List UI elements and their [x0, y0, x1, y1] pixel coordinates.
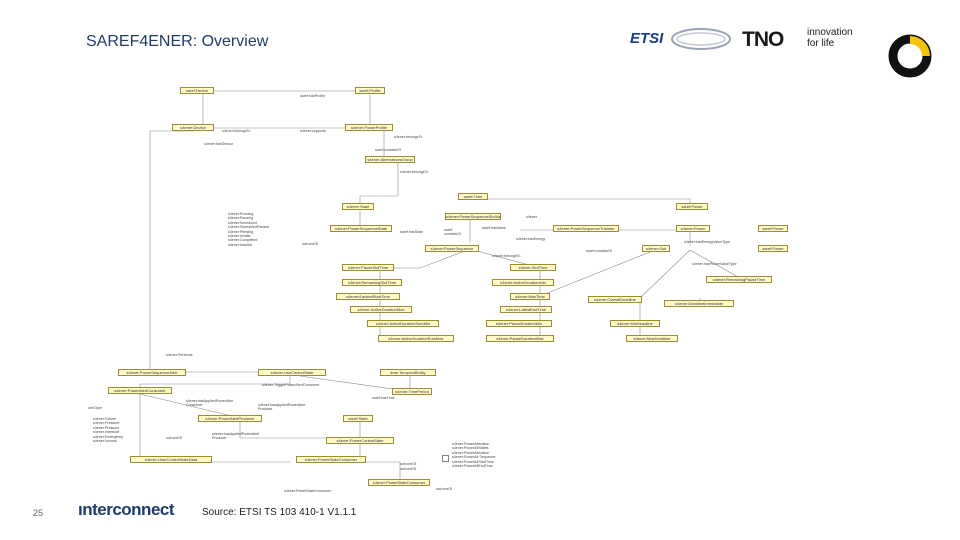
tno-logo: TNO	[742, 28, 784, 51]
edge-label: s4ener:belongsTo	[492, 254, 521, 258]
diagram-node: s4ener:PowerStateConsumer	[368, 479, 430, 486]
diagram-node: saref:Power	[758, 225, 788, 232]
diagram-node: s4ener:Device	[172, 124, 214, 131]
diagram-node: s4ener:Power	[676, 225, 710, 232]
diagram-node: saref:Power	[758, 245, 788, 252]
control-list: s4ener:PowerAlteration s4ener:PowerAltSt…	[452, 442, 496, 469]
edge	[520, 229, 691, 246]
diagram-node: s4ener:MinDeadline	[610, 320, 660, 327]
alert-list: s4ener:Failure s4ener:Pressure s4ener:Pr…	[93, 417, 124, 444]
etsi-swoosh-icon	[671, 28, 731, 50]
edge	[470, 198, 691, 206]
diagram-node: s4ener:PowerAlertProducer	[198, 415, 262, 422]
edge-label: saref:consistsOf	[375, 148, 401, 152]
diagram-node: saref:State	[343, 415, 373, 422]
edge	[639, 249, 691, 299]
diagram-node: s4ener:AlternativesGroup	[365, 156, 415, 163]
diagram-node: s4ener:RemainingSlotTime	[342, 279, 402, 286]
edge-label: s4ener:hasPowerValueType	[692, 262, 737, 266]
edge-label: s4ener:TriggerPowerAlertConsumer	[262, 383, 320, 387]
edge	[239, 422, 350, 439]
diagram-node: s4ener:ActiveDurationMin	[492, 279, 554, 286]
diagram-node: s4ener:UserControlStateData	[130, 456, 212, 463]
enum-marker-icon	[442, 455, 449, 462]
diagram-node: s4ener:PowerSequenceTransfer	[553, 225, 619, 232]
diagram-node: s4ener:Slot	[642, 245, 670, 252]
diagram-node: s4ener:ActiveDurationMax	[350, 306, 412, 313]
edge-label: s4ener:Performs	[166, 353, 193, 357]
page-number: 25	[33, 508, 44, 518]
state-list: s4ener:Running s4ener:Pausing s4ener:Sch…	[228, 212, 270, 247]
edge-label: s4ener:hasSensor	[204, 142, 234, 146]
etsi-logo: ETSI	[630, 30, 664, 47]
source-caption: Source: ETSI TS 103 410-1 V1.1.1	[202, 507, 357, 518]
edge-label: s4ener:belongsTo	[394, 135, 423, 139]
diagram-node: s4ener:PauseSlotTime	[342, 264, 394, 271]
edge	[360, 461, 401, 483]
edge-label: saref:hasState	[400, 230, 424, 234]
edge	[139, 393, 241, 419]
edge-label: s4ener:hasEnergyValueType	[684, 240, 730, 244]
diagram-node: s4ener:PowerSequence	[425, 245, 479, 252]
diagram-node: s4ener:TimePeriod	[392, 388, 432, 395]
edge-label: s4ener:belongsTo	[222, 129, 251, 133]
edge-label: s4ener:hasAppliedPowerAlert Producer	[258, 403, 306, 412]
diagram-node: s4ener:PauseDurationMin	[486, 320, 552, 327]
diagram-node: s4ener:PowerControlState	[326, 437, 394, 444]
edge-label: saref: consistsOf	[444, 228, 461, 237]
edge-label: owl:oneOf	[166, 436, 183, 440]
diagram-node: s4ener:PowerSequenceAlert	[118, 369, 186, 376]
edge-label: s4ener:PowerStateConsumer	[284, 489, 332, 493]
edge-label: s4ener:hasAppliedPowerAlert Consumer	[186, 399, 234, 408]
edge-label: saref:consistsOf	[586, 249, 612, 253]
edge-label: s4ener:supports	[300, 129, 326, 133]
diagram-node: saref:Time	[458, 193, 488, 200]
diagram-node: s4ener:SlotTime	[510, 264, 556, 271]
edge-label: s4ener:belongsTo	[400, 170, 429, 174]
edge-label: s4ener	[526, 215, 537, 219]
diagram-node: s4ener:UseControlState	[258, 369, 326, 376]
diagram-node: s4ener:MaxDeadline	[626, 335, 678, 342]
diagram-node: s4ener:MaxTime	[510, 293, 550, 300]
diagram-node: saref:Profile	[355, 87, 385, 94]
edge-label: saref:hasTime	[372, 396, 395, 400]
edge-label: owl:oneOf	[400, 462, 417, 466]
diagram-node: s4ener:PowerProfile	[345, 124, 393, 131]
diagram-node: s4ener:PowerSequenceState	[330, 225, 392, 232]
slide-title: SAREF4ENER: Overview	[86, 33, 269, 50]
diagram-node: s4ener:PowerAlertConsumer	[108, 387, 172, 394]
diagram-node: s4ener:State	[342, 203, 374, 210]
brand-ring-icon	[888, 34, 932, 78]
edge	[359, 162, 399, 206]
edge-label: owl:oneOf	[436, 487, 453, 491]
diagram-node: s4ener:DeadlineImmediate	[664, 300, 734, 307]
edge-label: saref:hasProfile	[300, 94, 325, 98]
edge	[689, 249, 741, 279]
edge	[539, 249, 656, 297]
diagram-node: saref:Power	[676, 203, 708, 210]
diagram-node: s4ener:RemainingPauseTime	[706, 276, 772, 283]
logo-bar: ETSI TNO innovation for life	[624, 22, 960, 92]
diagram-node: s4ener:PowerSequenceSlotValue	[445, 213, 501, 220]
edge-label: owl:oneOf	[302, 242, 319, 246]
diagram-node: saref:Device	[180, 87, 214, 94]
diagram-node: s4ener:ActiveDurationSumMin	[367, 320, 439, 327]
edge-label: owl:oneOf	[400, 467, 417, 471]
edge	[299, 375, 401, 391]
diagram-edges	[139, 90, 741, 483]
interconnect-logo: ınterconnect	[78, 500, 175, 519]
diagram-node: s4ener:PowerStateConsumer	[296, 456, 366, 463]
diagram-node: s4ener:LatestEndTime	[500, 306, 552, 313]
diagram-node: s4ener:PauseDurationMax	[486, 335, 554, 342]
edge	[149, 130, 194, 372]
edge-label: s4ener:hasEnergy	[516, 237, 546, 241]
edge-label: s4ener:hasAppliedPowerAlert Producer	[212, 432, 260, 441]
diagram-node: s4ener:EarliestStartTime	[336, 293, 400, 300]
tno-tagline: innovation for life	[807, 27, 853, 49]
edge-label: owl:Oper	[88, 406, 103, 410]
diagram-node: time:TemporalEntity	[380, 369, 436, 376]
diagram-node: s4ener:ActiveDurationSumMax	[378, 335, 454, 342]
edge-label: saref:hasValue	[482, 226, 506, 230]
diagram-node: s4ener:OverallDeadline	[588, 296, 642, 303]
